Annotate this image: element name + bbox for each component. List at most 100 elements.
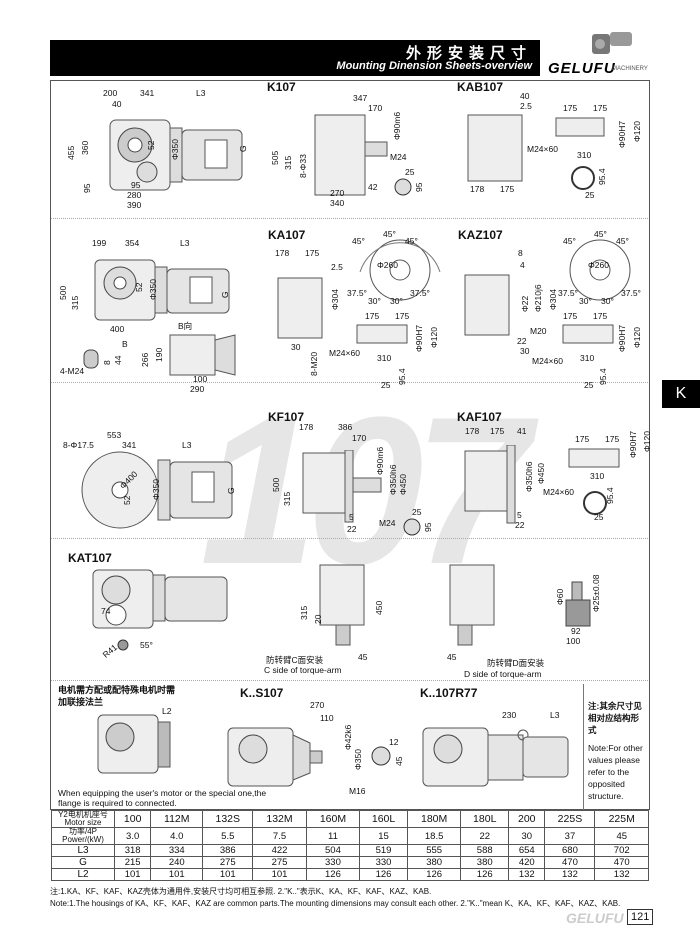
- table-cell: 126: [359, 868, 408, 881]
- dim-label: 45°: [594, 229, 607, 239]
- dim-label: Φ120: [429, 327, 439, 348]
- dim-label: Φ90H7: [628, 430, 638, 458]
- dim-label: 341: [122, 440, 137, 450]
- ks107-drawing: [227, 727, 323, 787]
- dim-label: 270: [330, 188, 345, 198]
- k107r77-drawing: [422, 727, 569, 787]
- table-cell: 132S: [202, 810, 254, 828]
- dim-label: 8-M20: [309, 351, 319, 376]
- dim-label: G: [226, 487, 236, 494]
- dim-label: 30°: [390, 296, 403, 306]
- dim-label: Φ210j6: [533, 284, 543, 312]
- side-note-cn: 注:其余尺寸见相对应结构形式: [588, 701, 642, 735]
- brand-logo: GELUFU: [546, 60, 618, 77]
- dim-label: 74: [101, 606, 111, 616]
- ka107-hollow-shaft-drawing: [356, 324, 408, 344]
- dim-label: 100: [566, 636, 581, 646]
- brand-subtitle: MACHINERY: [612, 66, 648, 72]
- table-cell: 160L: [359, 810, 408, 828]
- dim-label: Φ350h6: [388, 464, 398, 495]
- dim-label: 44: [113, 355, 123, 365]
- dim-label: Φ60: [555, 588, 565, 605]
- torque-arm-bushing-drawing: [565, 581, 591, 627]
- side-note-en: Note:For other values please refer to th…: [588, 743, 643, 801]
- table-cell: 380: [406, 856, 462, 869]
- dim-label: B向: [178, 321, 193, 331]
- table-cell: 101: [252, 868, 307, 881]
- dim-label: Φ120: [632, 327, 642, 348]
- dim-label: 175: [395, 311, 410, 321]
- footnotes: 注:1.KA、KF、KAF、KAZ壳体为通用件,安装尺寸均可相互参照. 2."K…: [50, 886, 620, 910]
- table-cell: 4.0: [150, 827, 204, 845]
- dim-label: 22: [347, 524, 357, 534]
- dim-label: Φ350: [170, 139, 180, 160]
- shaft-section-drawing: [403, 518, 421, 536]
- dim-label: 22: [515, 520, 525, 530]
- dim-label: M24×60: [527, 144, 558, 154]
- dim-label: L3: [182, 440, 192, 450]
- table-cell: 126: [460, 868, 510, 881]
- dim-label: 175: [563, 103, 578, 113]
- dim-label: 4-M24: [60, 366, 85, 376]
- title-kaz107: KAZ107: [458, 228, 503, 242]
- dim-label: 8-Φ17.5: [63, 440, 94, 450]
- dim-label: Φ350: [148, 279, 158, 300]
- row-header-en: Power/(kW): [62, 835, 104, 844]
- table-cell: 5.5: [202, 827, 254, 845]
- dim-label: 175: [575, 434, 590, 444]
- dim-label: 347: [353, 93, 368, 103]
- dim-label: 95: [414, 182, 424, 192]
- dim-label: 553: [107, 430, 122, 440]
- table-cell: 160M: [305, 810, 361, 828]
- dim-label: 354: [125, 238, 140, 248]
- dim-label: 95.4: [598, 368, 608, 385]
- table-cell: 588: [460, 844, 510, 857]
- dim-label: Φ120: [642, 431, 652, 452]
- side-note: 注:其余尺寸见相对应结构形式 Note:For other values ple…: [588, 700, 646, 802]
- table-cell: 225M: [594, 810, 649, 828]
- dim-label: 40: [520, 91, 530, 101]
- dim-label: 100: [193, 374, 208, 384]
- dim-label: 37.5°: [347, 288, 367, 298]
- table-cell: 37: [544, 827, 596, 845]
- dim-label: 386: [338, 422, 353, 432]
- row-divider: [51, 382, 648, 383]
- dim-label: 52: [122, 495, 132, 505]
- dim-label: 45°: [616, 236, 629, 246]
- flange-adapter-drawing: [97, 714, 171, 774]
- dim-label: 92: [571, 626, 581, 636]
- side-note-divider: [583, 684, 584, 810]
- dim-label: 170: [368, 103, 383, 113]
- dim-label: 55°: [140, 640, 153, 650]
- dim-label: 4: [520, 260, 525, 270]
- shaft-section-drawing: [371, 746, 391, 766]
- caption-torque-c-en: C side of torque-arm: [264, 665, 342, 675]
- footnote-en: Note:1.The housings of KA、KF、KAF、KAZ are…: [50, 899, 621, 908]
- table-cell: 275: [252, 856, 307, 869]
- dim-label: 45°: [563, 236, 576, 246]
- table-cell: 318: [113, 844, 152, 857]
- dim-label: 25: [584, 380, 594, 390]
- dim-label: Φ90H7: [617, 324, 627, 352]
- dim-label: 52: [134, 282, 144, 292]
- dim-label: 170: [352, 433, 367, 443]
- dim-label: M16: [349, 786, 366, 796]
- dim-label: 450: [374, 600, 384, 615]
- title-k107: K107: [267, 80, 296, 94]
- dim-label: 95: [131, 180, 141, 190]
- dim-label: 45°: [352, 236, 365, 246]
- dim-label: 360: [80, 140, 90, 155]
- dim-label: 30: [520, 346, 530, 356]
- k107-front-view-drawing: [314, 114, 388, 196]
- dim-label: 25: [412, 507, 422, 517]
- table-cell: 380: [460, 856, 510, 869]
- table-cell: 240: [150, 856, 204, 869]
- dim-label: 12: [389, 737, 399, 747]
- dim-label: 315: [70, 295, 80, 310]
- caption-torque-d-en: D side of torque-arm: [464, 669, 542, 679]
- drawing-frame: [50, 80, 650, 810]
- section-tab-k[interactable]: K: [662, 380, 700, 408]
- row-header-cn: 功率/4P: [68, 827, 97, 836]
